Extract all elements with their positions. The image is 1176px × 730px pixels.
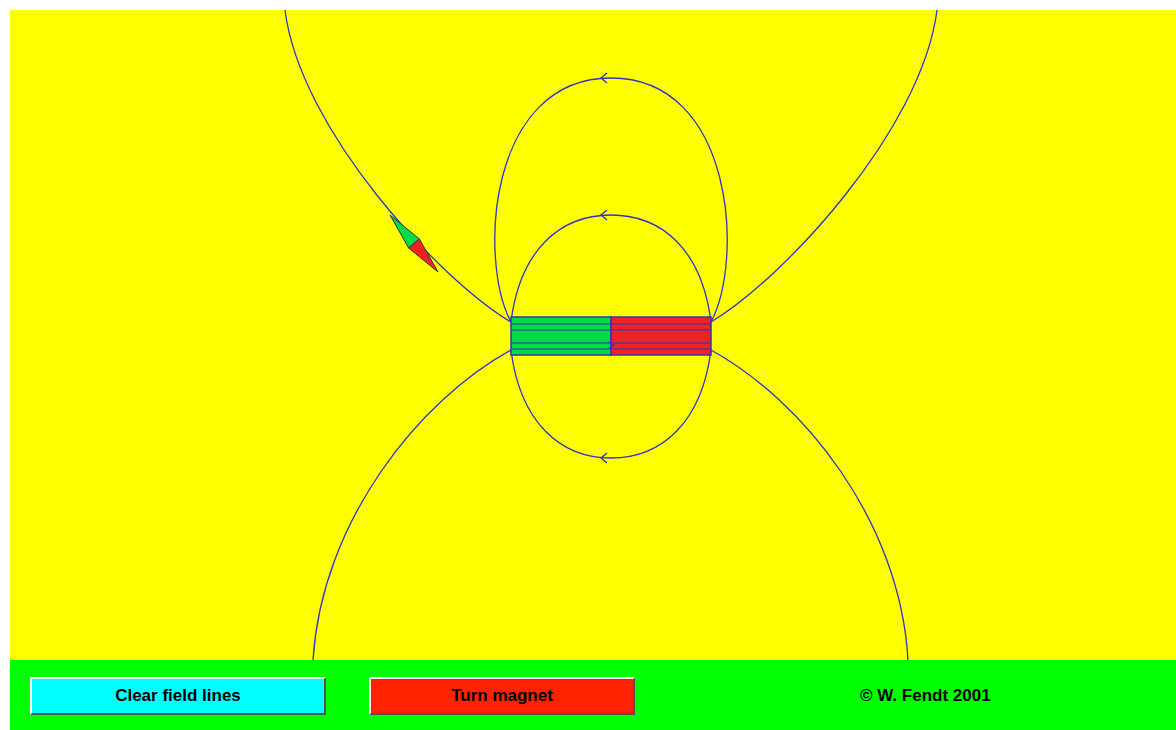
- button-label: Clear field lines: [115, 686, 241, 706]
- field-area: [10, 10, 1176, 660]
- turn-button: Turn magnet: [369, 677, 635, 715]
- button-label: Turn magnet: [451, 686, 553, 706]
- clear-button: Clear field lines: [30, 677, 326, 715]
- bar-magnet: [511, 317, 711, 355]
- compass-needle: [390, 215, 438, 272]
- copyright-note: © W. Fendt 2001: [860, 686, 991, 706]
- field-lines: [285, 10, 937, 660]
- control-panel: [10, 660, 1176, 730]
